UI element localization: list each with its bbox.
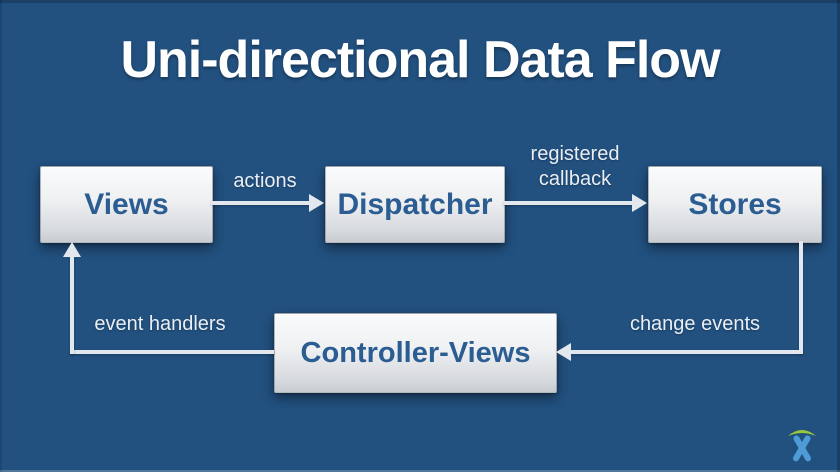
node-stores-label: Stores (688, 187, 782, 221)
node-dispatcher: Dispatcher (325, 166, 505, 243)
node-stores: Stores (648, 166, 822, 243)
edge-views-to-dispatcher-line (211, 201, 310, 205)
node-dispatcher-label: Dispatcher (337, 187, 493, 221)
arrow-right-icon (632, 194, 647, 212)
edge-label-registered-callback: registered callback (530, 143, 620, 190)
edge-label-event-handlers: event handlers (94, 313, 226, 335)
arrow-up-icon (63, 242, 81, 257)
node-views: Views (40, 166, 213, 243)
edge-label-actions: actions (233, 170, 297, 192)
edge-label-change-events: change events (629, 313, 761, 335)
arrow-left-icon (556, 343, 571, 361)
edge-stores-down-line (799, 241, 803, 354)
edge-controller-views-left-line (70, 350, 274, 354)
slide-title: Uni-directional Data Flow (120, 31, 720, 89)
node-controller-views: Controller-Views (274, 313, 557, 393)
edge-stores-to-controller-views-line (570, 350, 803, 354)
node-controller-views-label: Controller-Views (300, 336, 531, 369)
node-views-label: Views (84, 187, 169, 221)
edge-controller-views-to-views-line (70, 257, 74, 354)
atlassian-charlie-logo-icon (788, 430, 816, 462)
arrow-right-icon (309, 194, 324, 212)
edge-dispatcher-to-stores-line (503, 201, 633, 205)
